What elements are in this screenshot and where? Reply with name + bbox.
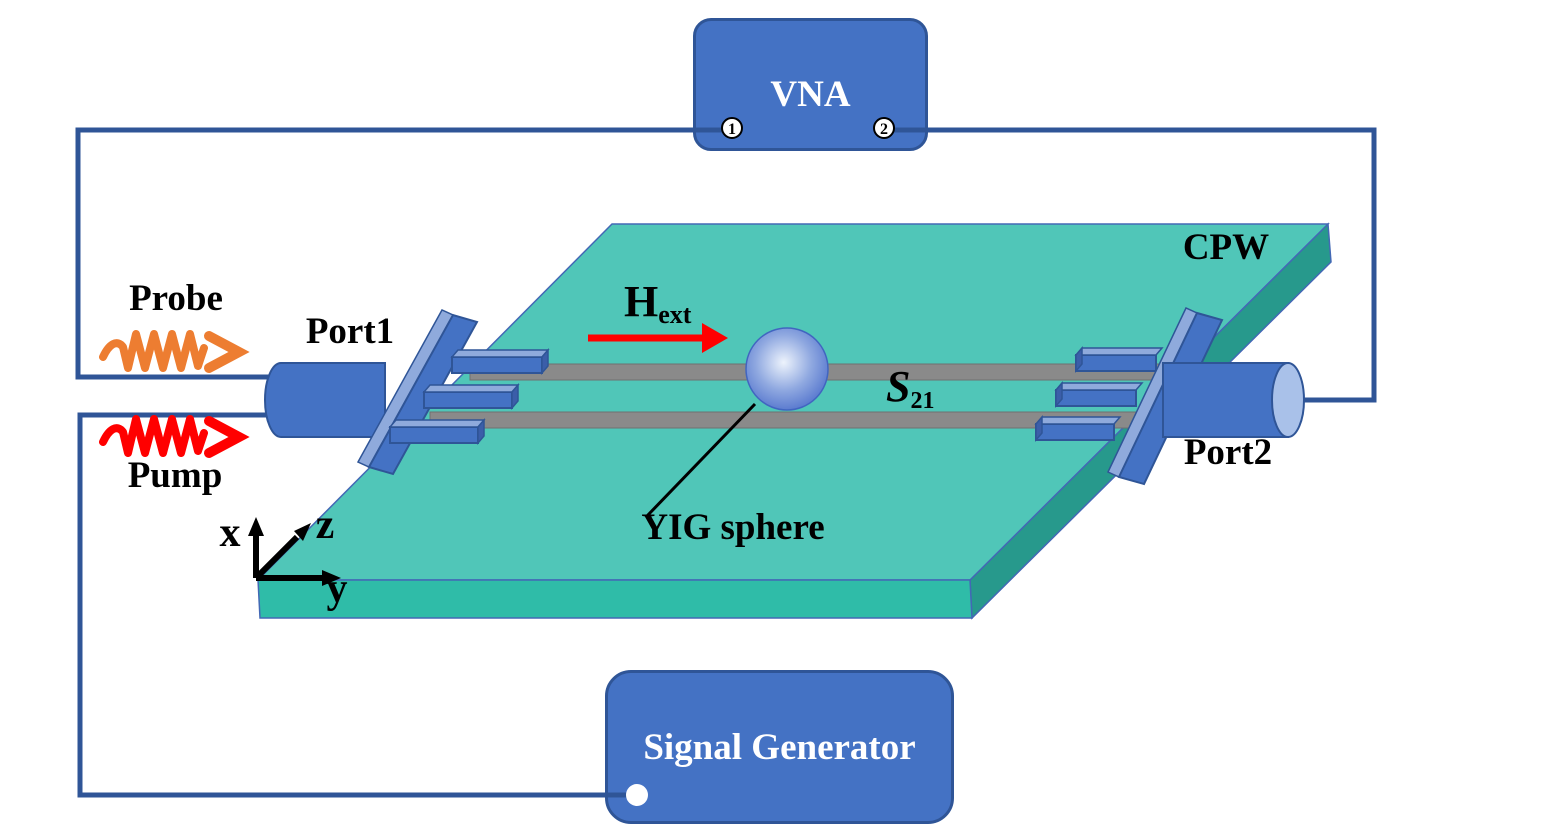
signal-generator-label: Signal Generator bbox=[643, 726, 916, 768]
vna-port-1-number: 1 bbox=[728, 121, 736, 138]
vna-port-1-terminal: 1 bbox=[721, 117, 743, 139]
yig-leader-line bbox=[645, 402, 757, 518]
port2-pin-middle bbox=[1054, 380, 1144, 409]
signal-generator-output-terminal bbox=[626, 784, 648, 806]
cpw-trace-lower bbox=[429, 411, 1141, 429]
coordinate-axes bbox=[248, 517, 341, 586]
cpw-board-front-face bbox=[257, 579, 973, 619]
axis-x-label: x bbox=[219, 510, 241, 556]
port2-pin-bottom bbox=[1034, 414, 1122, 443]
port2-label: Port2 bbox=[1183, 432, 1273, 473]
probe-wave-arrow bbox=[99, 330, 250, 373]
hext-arrow bbox=[588, 323, 728, 353]
port1-barrel bbox=[264, 362, 386, 438]
vna-port-2-number: 2 bbox=[880, 121, 888, 138]
yig-sphere-label: YIG sphere bbox=[641, 507, 825, 548]
axis-x-arrowhead bbox=[248, 517, 264, 536]
probe-label: Probe bbox=[129, 278, 223, 319]
port2-barrel-cap bbox=[1271, 362, 1305, 438]
vna-port-2-terminal: 2 bbox=[873, 117, 895, 139]
hext-label: Hext bbox=[624, 280, 691, 328]
s21-label-sub: 21 bbox=[910, 388, 935, 414]
hext-label-sub: ext bbox=[658, 300, 692, 329]
port1-pin-top bbox=[450, 347, 550, 376]
axis-y-label: y bbox=[326, 566, 348, 612]
cable-signal-generator bbox=[77, 412, 627, 798]
port1-pin-middle bbox=[422, 382, 520, 411]
cpw-label: CPW bbox=[1182, 227, 1270, 268]
port2-pin-top bbox=[1074, 345, 1164, 374]
axis-z-label: z bbox=[315, 502, 335, 548]
port1-connector bbox=[264, 309, 550, 476]
cable-vna-port1 bbox=[75, 127, 732, 380]
cable-vna-port2 bbox=[894, 127, 1377, 403]
pump-wave-arrow bbox=[99, 415, 250, 458]
port2-connector bbox=[1034, 307, 1305, 486]
pump-label: Pump bbox=[127, 455, 223, 496]
s21-label-base: S bbox=[886, 362, 911, 411]
port2-barrel bbox=[1162, 362, 1289, 438]
vna-label: VNA bbox=[770, 74, 851, 115]
hext-label-base: H bbox=[624, 277, 659, 326]
axis-y-arrowhead bbox=[322, 570, 341, 586]
port1-label: Port1 bbox=[305, 311, 395, 352]
s21-label: S21 bbox=[886, 362, 935, 414]
axis-z-line bbox=[253, 534, 300, 581]
hext-arrow-head bbox=[702, 323, 728, 353]
port1-pin-bottom bbox=[388, 417, 486, 446]
yig-sphere bbox=[745, 327, 829, 411]
axis-z-arrowhead bbox=[294, 523, 311, 541]
signal-generator-box: Signal Generator bbox=[605, 670, 954, 824]
